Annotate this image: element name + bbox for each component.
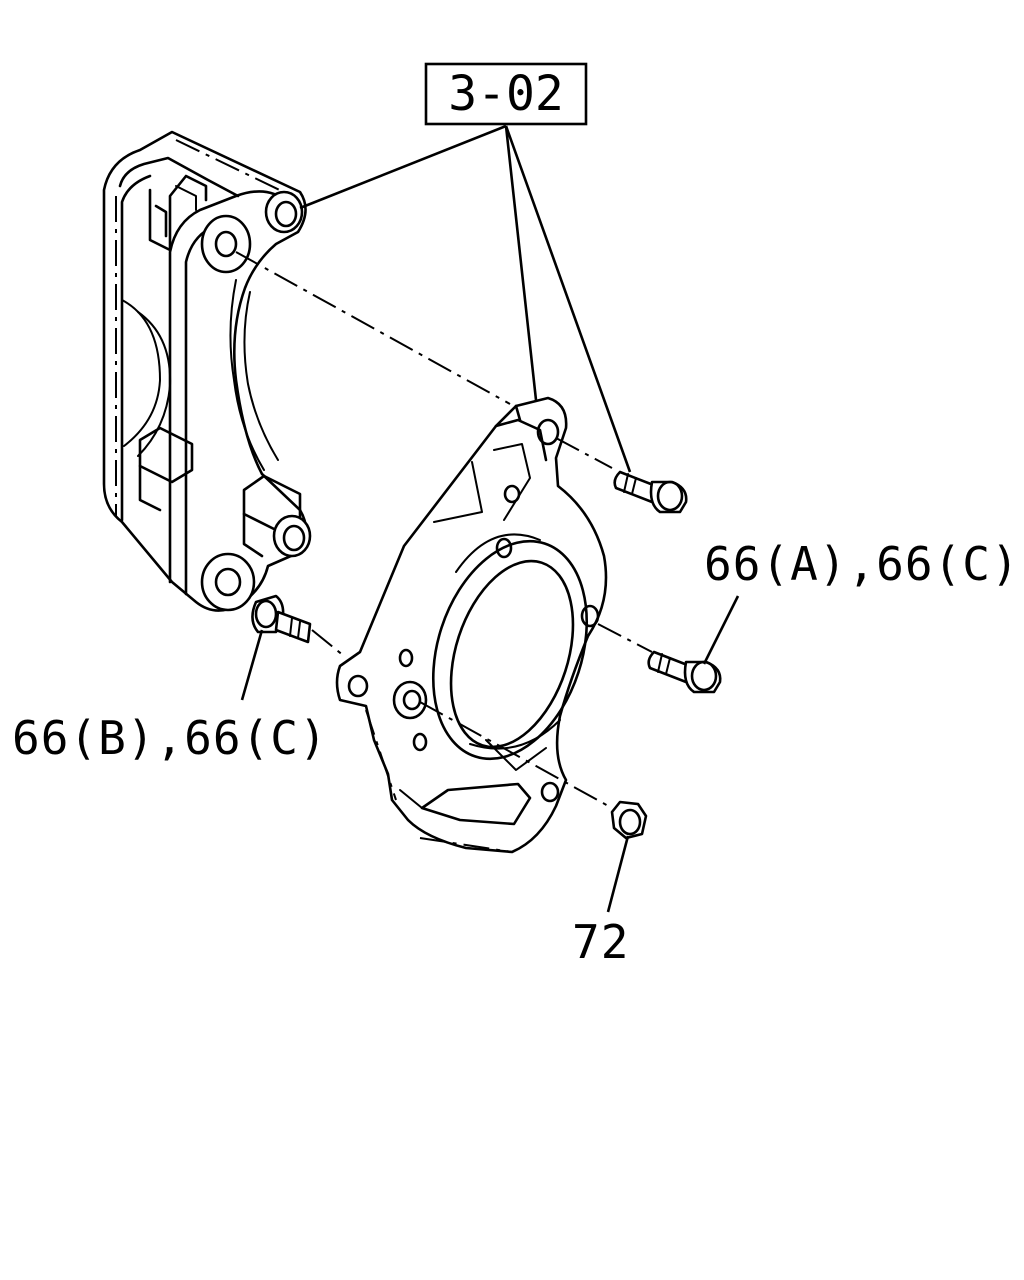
leader-66a (702, 595, 740, 665)
reference-label: 3-02 (448, 66, 564, 122)
steering-knuckle (335, 396, 608, 854)
reference-leaders (299, 124, 632, 473)
nut-72 (610, 800, 648, 840)
label-72: 72 (572, 915, 629, 969)
caliper-bracket (102, 130, 312, 612)
caliper-bolt-upper (613, 470, 688, 514)
bolt-66a (647, 650, 722, 694)
leader-72 (606, 835, 630, 913)
center-lines (235, 251, 653, 809)
leader-66b (240, 629, 264, 701)
label-66a-66c: 66(A),66(C) (704, 537, 1020, 591)
bolt-66b (251, 594, 312, 644)
reference-box: 3-02 (424, 62, 588, 126)
label-66b-66c: 66(B),66(C) (12, 711, 328, 765)
